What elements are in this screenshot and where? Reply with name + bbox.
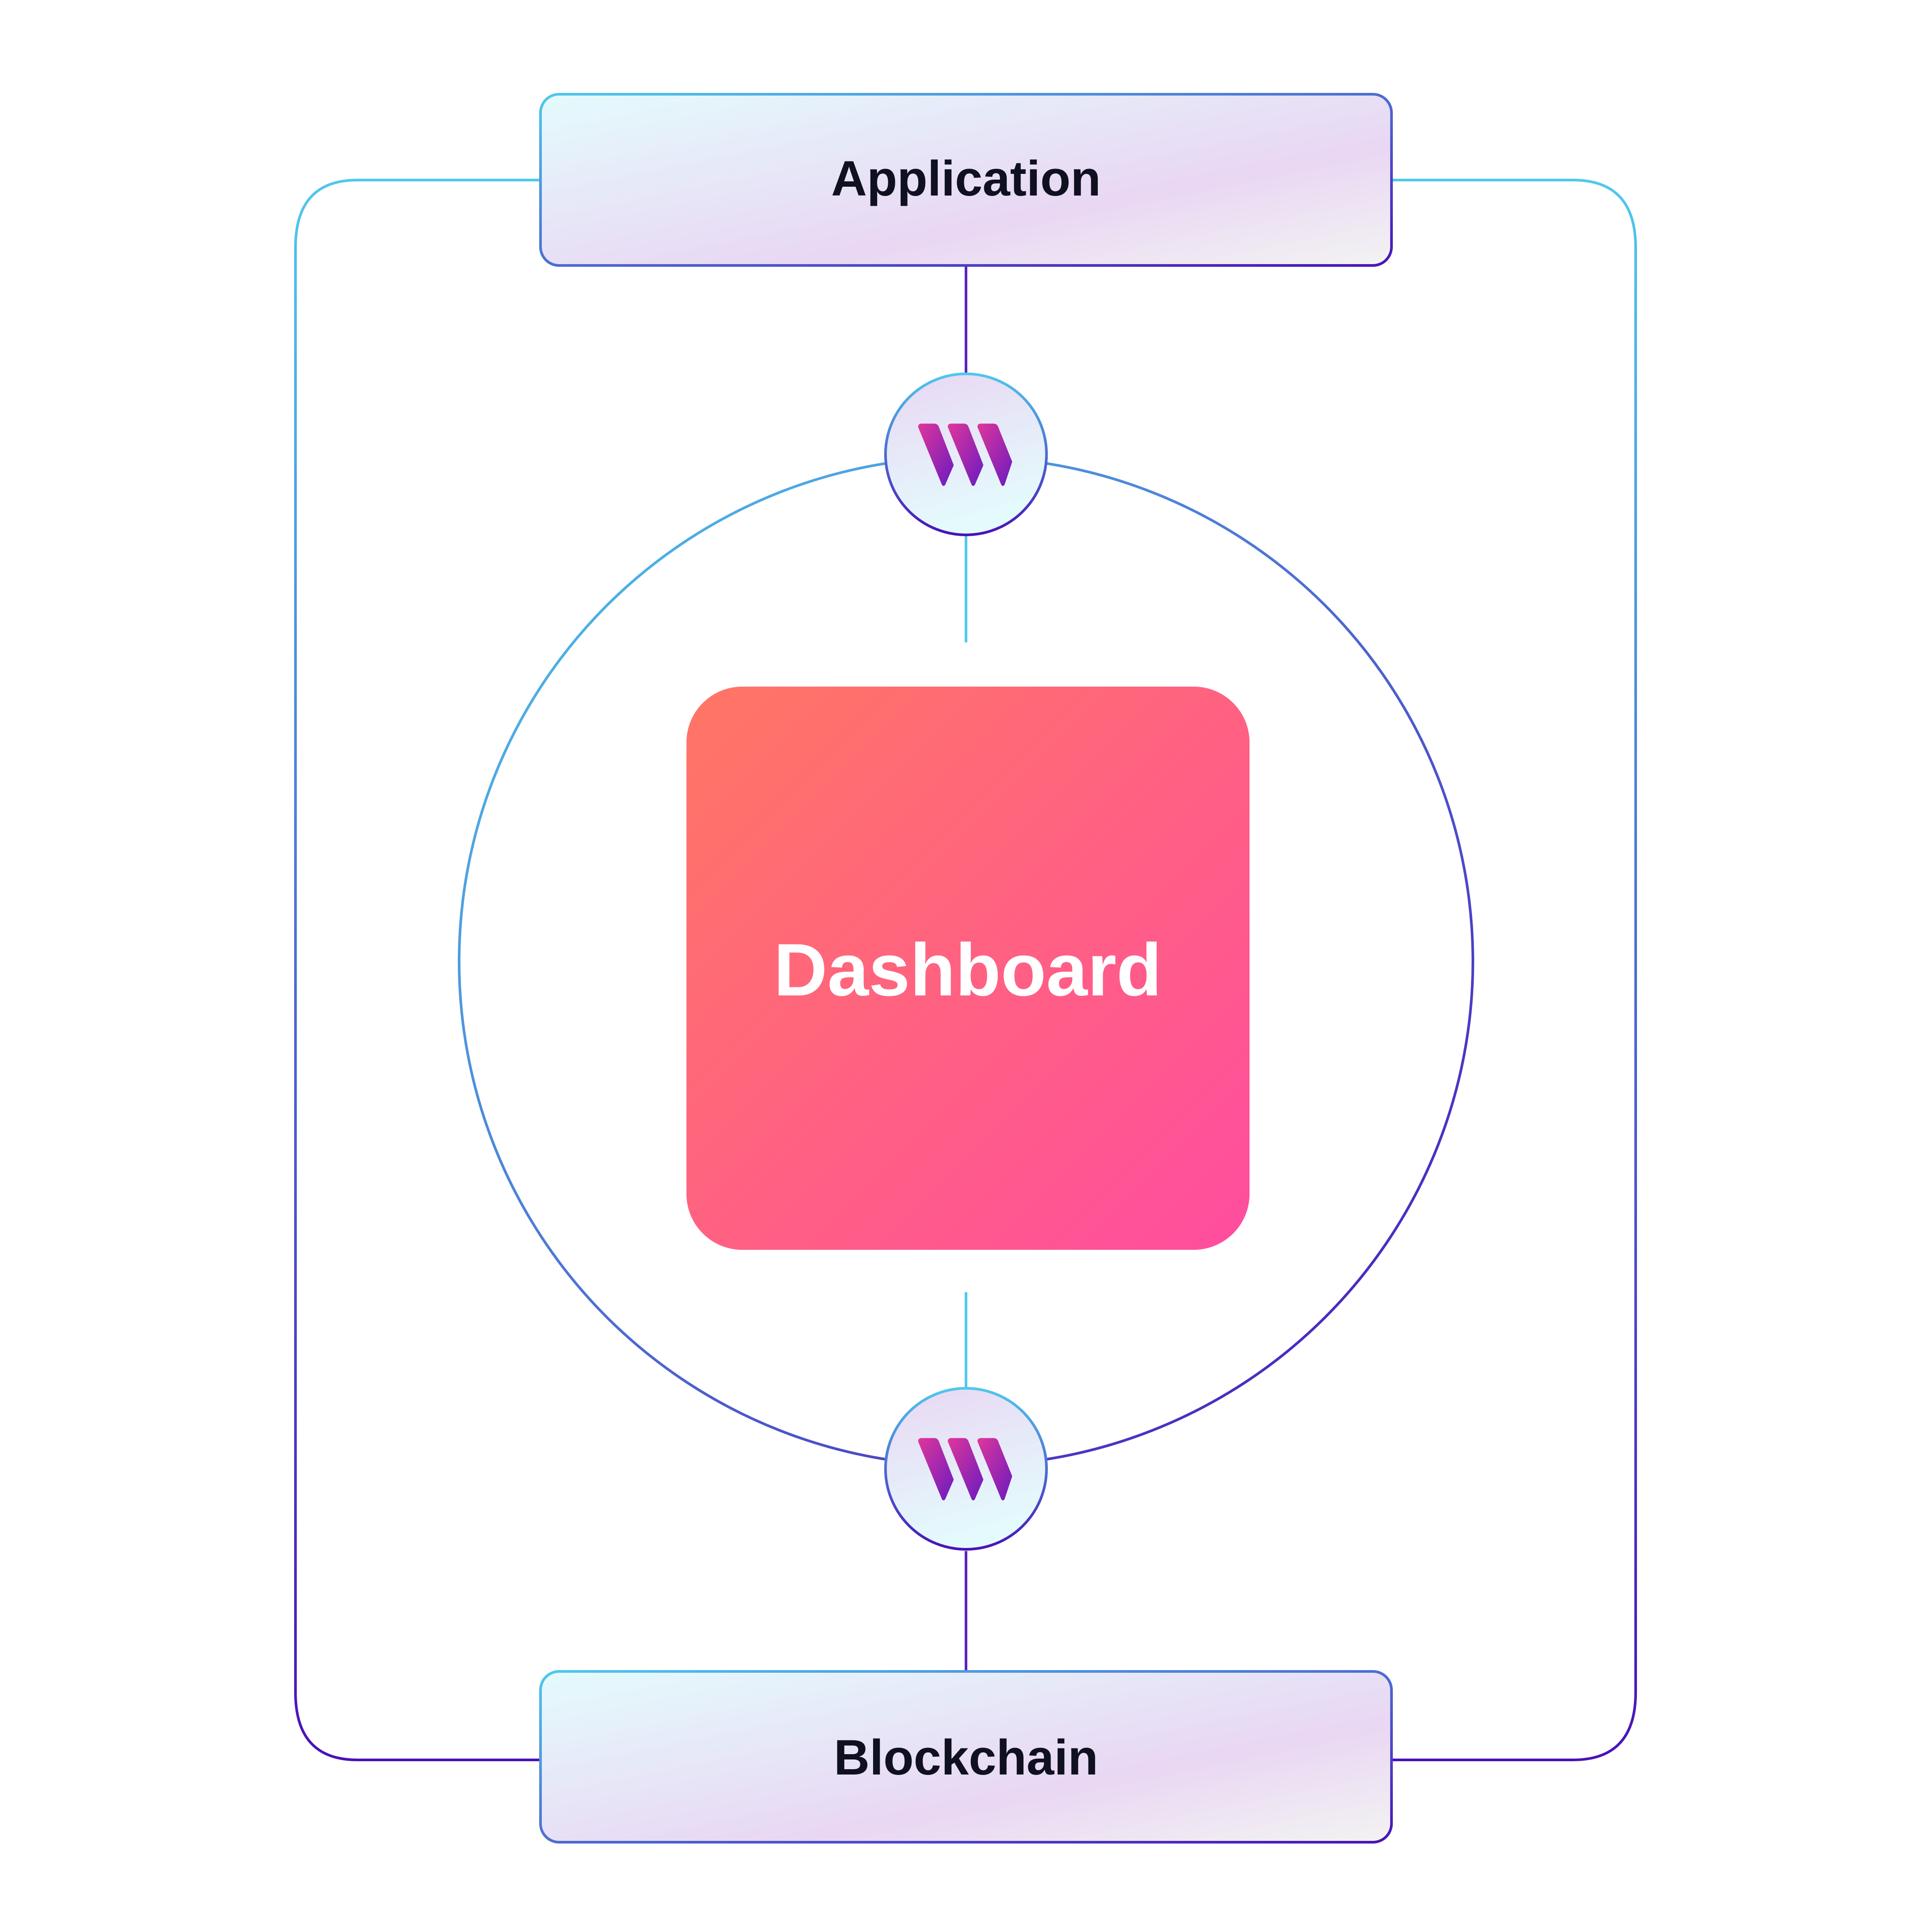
application-box — [539, 93, 1393, 267]
blockchain-node[interactable]: Blockchain — [539, 1670, 1393, 1844]
application-label: Application — [831, 151, 1101, 206]
dashboard-label: Dashboard — [774, 928, 1162, 1011]
right-loop-connector — [1392, 179, 1637, 1761]
dashboard-box — [686, 687, 1250, 1250]
left-loop-connector — [294, 179, 540, 1761]
blockchain-box — [539, 1670, 1393, 1844]
application-node[interactable]: Application — [539, 93, 1393, 267]
top-hub[interactable] — [884, 373, 1048, 536]
blockchain-label: Blockchain — [834, 1730, 1098, 1785]
bottom-hub[interactable] — [884, 1387, 1048, 1551]
dashboard-node[interactable]: Dashboard — [686, 687, 1250, 1250]
